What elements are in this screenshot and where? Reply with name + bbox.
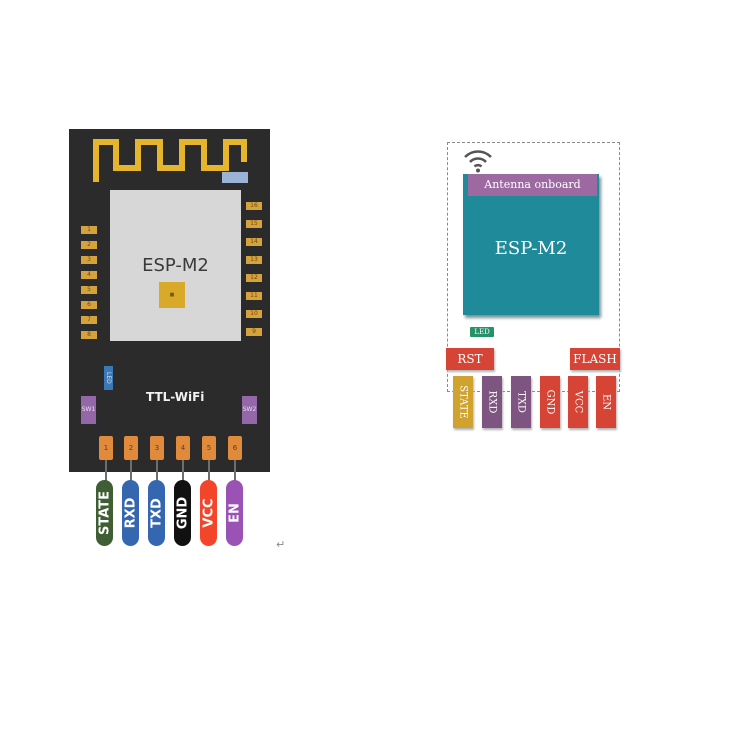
edge-pad: 2 bbox=[81, 241, 97, 249]
antenna-onboard-label: Antenna onboard bbox=[468, 174, 597, 196]
edge-pad: 3 bbox=[81, 256, 97, 264]
edge-pad: 5 bbox=[81, 286, 97, 294]
schematic-pin-vcc: VCC bbox=[568, 376, 588, 428]
edge-pad: 12 bbox=[246, 274, 262, 282]
pin-pad-4: 4 bbox=[176, 436, 190, 460]
schematic-outline bbox=[447, 142, 620, 392]
wifi-icon bbox=[464, 150, 492, 173]
edge-pad: 8 bbox=[81, 331, 97, 339]
edge-pad: 7 bbox=[81, 316, 97, 324]
schematic-pin-state: STATE bbox=[453, 376, 473, 428]
pin-pad-6: 6 bbox=[228, 436, 242, 460]
antenna-feed-pad bbox=[222, 172, 248, 183]
schematic-pin-en: EN bbox=[596, 376, 616, 428]
edge-pad: 10 bbox=[246, 310, 262, 318]
board-module-title: ESP-M2 bbox=[142, 255, 209, 276]
schematic-module-title: ESP-M2 bbox=[494, 238, 568, 259]
edge-pad: 11 bbox=[246, 292, 262, 300]
pin-pad-2: 2 bbox=[124, 436, 138, 460]
rst-button[interactable]: RST bbox=[446, 348, 494, 370]
edge-pad: 6 bbox=[81, 301, 97, 309]
pin-leg bbox=[182, 460, 184, 482]
pcb-antenna-icon bbox=[93, 139, 247, 182]
edge-pad: 14 bbox=[246, 238, 262, 246]
edge-pad: 16 bbox=[246, 202, 262, 210]
schematic-led: LED bbox=[470, 327, 494, 337]
schematic-pin-gnd: GND bbox=[540, 376, 560, 428]
chip-marker: ■ bbox=[159, 282, 185, 308]
pin-leg bbox=[105, 460, 107, 482]
pin-leg bbox=[234, 460, 236, 482]
edge-pad: 4 bbox=[81, 271, 97, 279]
pin-pad-3: 3 bbox=[150, 436, 164, 460]
wire-vcc: VCC bbox=[200, 480, 217, 546]
edge-pad: 9 bbox=[246, 328, 262, 336]
edge-pad: 13 bbox=[246, 256, 262, 264]
pin-leg bbox=[130, 460, 132, 482]
wire-rxd: RXD bbox=[122, 480, 139, 546]
pin-leg bbox=[156, 460, 158, 482]
board-led: LED bbox=[104, 366, 113, 390]
board-brand-label: TTL-WiFi bbox=[146, 390, 205, 404]
schematic-module bbox=[463, 174, 599, 315]
rf-shield bbox=[110, 190, 241, 341]
pin-pad-5: 5 bbox=[202, 436, 216, 460]
switch-left[interactable]: SW1 bbox=[81, 396, 96, 424]
flash-button[interactable]: FLASH bbox=[570, 348, 620, 370]
wire-txd: TXD bbox=[148, 480, 165, 546]
return-mark: ↵ bbox=[276, 538, 286, 551]
switch-right[interactable]: SW2 bbox=[242, 396, 257, 424]
wire-state: STATE bbox=[96, 480, 113, 546]
schematic-pin-txd: TXD bbox=[511, 376, 531, 428]
pin-pad-1: 1 bbox=[99, 436, 113, 460]
schematic-pin-rxd: RXD bbox=[482, 376, 502, 428]
edge-pad: 1 bbox=[81, 226, 97, 234]
pin-leg bbox=[208, 460, 210, 482]
edge-pad: 15 bbox=[246, 220, 262, 228]
wire-en: EN bbox=[226, 480, 243, 546]
wire-gnd: GND bbox=[174, 480, 191, 546]
